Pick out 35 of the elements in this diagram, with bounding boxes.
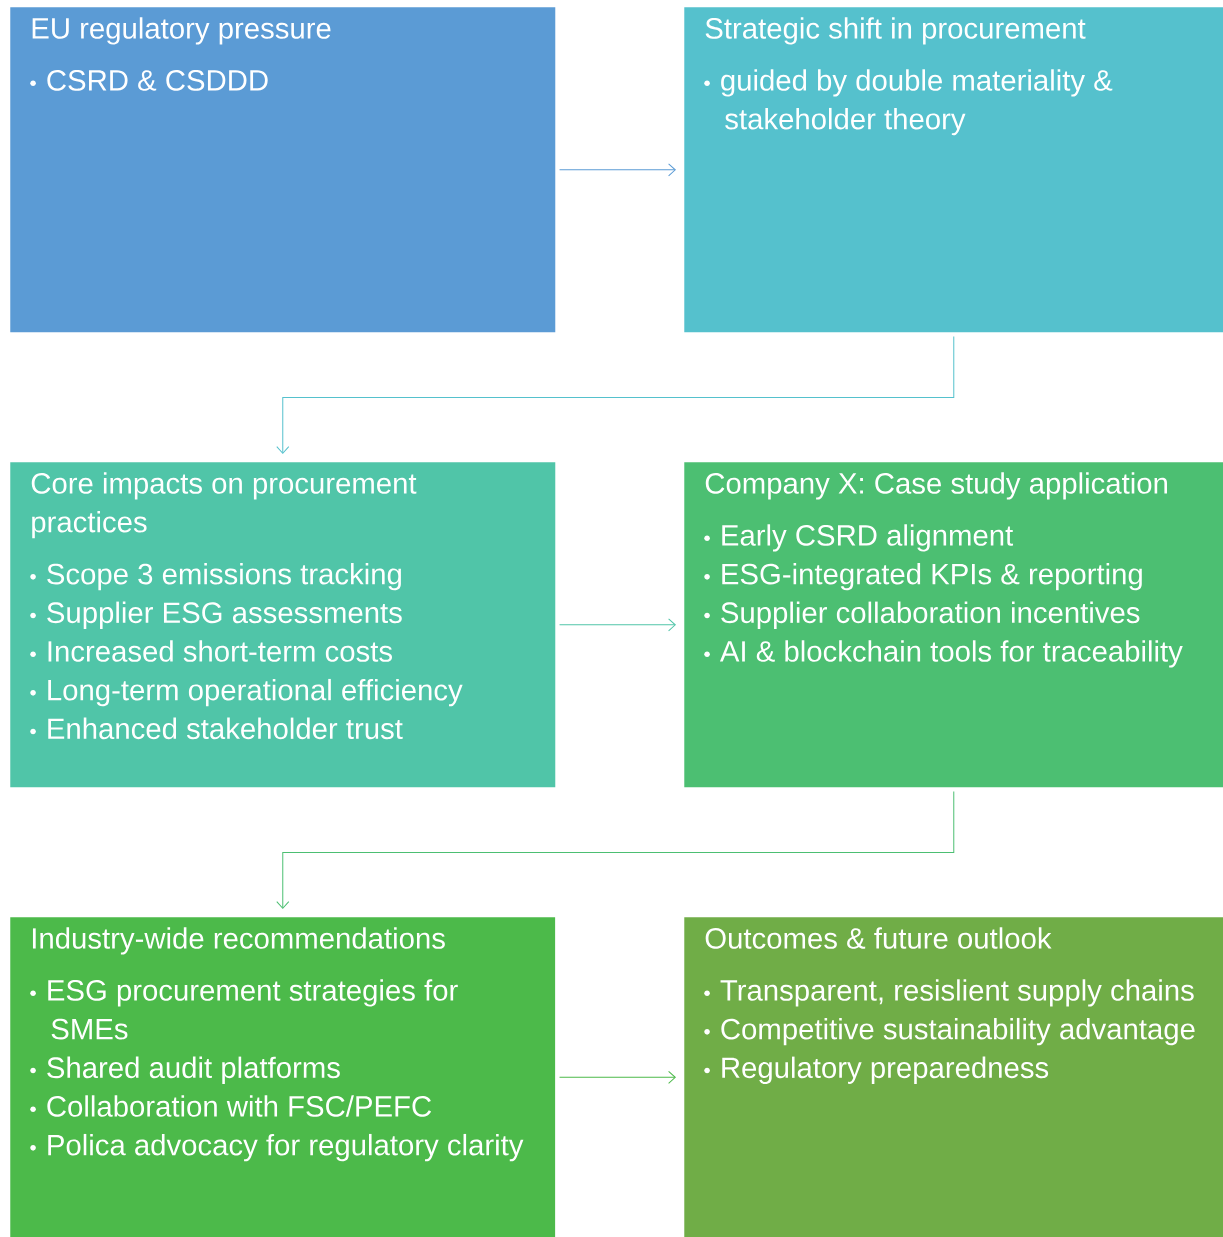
bullet-item: Polica advocacy for regulatory clarity — [48, 1133, 524, 1162]
arrow — [276, 791, 955, 909]
box-heading: Company X: Case study application — [705, 472, 1167, 500]
box-heading: Core impacts on procurement practices — [31, 472, 417, 539]
bullet-item: CSRD & CSDDD — [47, 70, 268, 91]
bullet-item: Early CSRD alignment — [722, 524, 1014, 552]
arrow — [559, 618, 676, 632]
bullet-item: Supplier collaboration incentives — [721, 601, 1140, 629]
process-box — [10, 7, 556, 333]
box-heading: EU regulatory pressure — [32, 17, 331, 45]
bullet-item: guided by double materiality & stakeholder theory — [721, 69, 1113, 136]
bullet-item: Enhanced stakeholder trust — [48, 717, 403, 740]
bullet-item: AI & blockchain tools for traceability — [719, 640, 1183, 668]
bullet-item: Shared audit platforms — [47, 1056, 340, 1084]
process-box — [10, 917, 556, 1237]
process-box — [684, 462, 1223, 788]
bullet-item: Supplier ESG assessments — [47, 601, 402, 629]
bullet-item: Collaboration with FSC/PEFC — [47, 1095, 432, 1117]
arrow — [276, 336, 955, 454]
bullet-item: Regulatory preparedness — [722, 1056, 1049, 1084]
box-heading: Industry-wide recommendations — [32, 927, 445, 955]
arrow — [559, 1070, 676, 1084]
bullet-item: Long-term operational efficiency — [48, 678, 463, 707]
bullet-item: Competitive sustainability advantage — [721, 1017, 1195, 1046]
bullet-item: ESG-integrated KPIs & reporting — [722, 562, 1142, 591]
bullet-item: ESG procurement strategies for SMEs — [48, 979, 458, 1040]
bullet-item: Scope 3 emissions tracking — [47, 562, 401, 591]
box-heading: Strategic shift in procurement — [705, 17, 1086, 45]
process-box — [10, 462, 556, 788]
process-box — [684, 7, 1223, 333]
bullet-item: Transparent, resislient supply chains — [720, 979, 1194, 1007]
arrow — [559, 163, 676, 177]
bullet-item: Increased short-term costs — [48, 640, 392, 662]
process-box — [684, 917, 1223, 1237]
box-heading: Outcomes & future outlook — [705, 927, 1052, 949]
